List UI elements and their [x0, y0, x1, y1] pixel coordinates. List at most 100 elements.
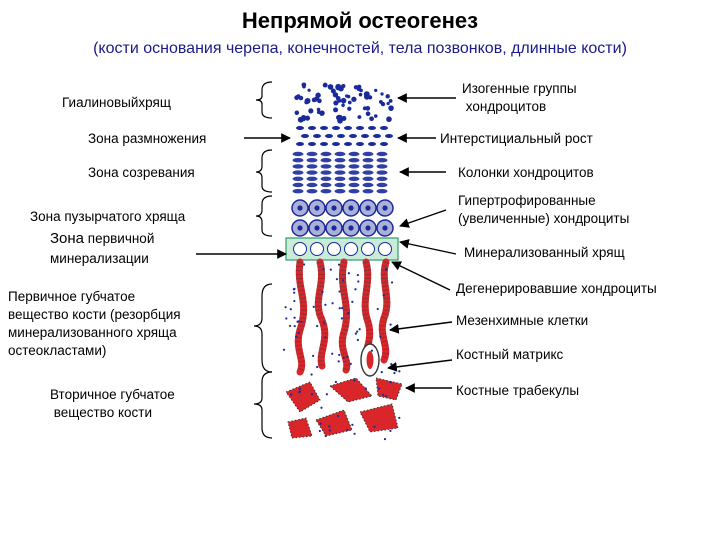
column-chondrocyte — [376, 164, 388, 169]
chondrocyte-nucleus — [365, 205, 371, 211]
osteoblast-lining — [361, 261, 374, 366]
column-chondrocyte — [292, 170, 304, 175]
label-vesicular-zone: Зона пузырчатого хряща — [30, 209, 186, 224]
flattened-chondrocyte — [344, 126, 352, 130]
osteoblast-lining — [378, 260, 391, 362]
mesenchymal-cell — [292, 288, 295, 291]
chondrocyte-dot — [335, 95, 341, 101]
column-chondrocyte — [362, 158, 374, 163]
flattened-chondrocyte — [301, 134, 309, 138]
chondrocyte-nucleus — [365, 225, 371, 231]
column-chondrocyte — [376, 182, 388, 188]
column-chondrocyte — [376, 170, 388, 175]
degenerated-chondrocyte — [310, 242, 324, 256]
chondrocyte-dot — [380, 92, 384, 96]
bone-trabecula-primary — [314, 258, 329, 370]
column-chondrocyte — [292, 151, 304, 157]
column-chondrocyte — [348, 189, 360, 194]
chondrocyte-dot — [302, 84, 306, 89]
tissue-column — [282, 82, 403, 441]
mesenchymal-cell — [389, 323, 392, 326]
mesenchymal-cell — [293, 316, 296, 319]
column-chondrocyte — [320, 182, 332, 188]
label-bone-trabeculae: Костные трабекулы — [456, 383, 580, 398]
chondrocyte-dot — [347, 100, 352, 105]
bone-trabecula-secondary — [315, 409, 353, 437]
column-chondrocyte — [348, 158, 360, 163]
bone-trabecula-primary — [294, 258, 308, 376]
mesenchymal-cell — [335, 278, 339, 281]
bracket-secondary-spongy — [253, 371, 273, 439]
chondrocyte-nucleus — [297, 225, 303, 231]
mesenchymal-cell — [349, 362, 352, 365]
mesenchymal-cell — [312, 305, 315, 308]
chondrocyte-dot — [358, 92, 363, 97]
label-primary-mineral-line2: минерализации — [50, 251, 149, 266]
label-hyaline-cartilage: Гиалиновыйхрящ — [62, 95, 171, 110]
chondrocyte-dot — [359, 88, 363, 93]
chondrocyte-dot — [294, 110, 300, 115]
flattened-chondrocyte — [380, 126, 388, 130]
chondrocyte-dot — [353, 85, 359, 90]
chondrocyte-nucleus — [314, 225, 320, 231]
mesenchymal-cell — [358, 328, 361, 331]
mesenchymal-cell — [398, 370, 401, 373]
bone-trabecula-secondary — [287, 417, 313, 439]
mesenchymal-cell — [373, 425, 376, 428]
chondrocyte-dot — [365, 105, 371, 111]
mesenchymal-cell — [383, 437, 387, 441]
chondrocyte-dot — [365, 111, 371, 117]
chondrocyte-dot — [340, 84, 345, 89]
mesenchymal-cell — [393, 371, 396, 375]
chondrocyte-dot — [307, 88, 311, 92]
label-mineralized-cartilage: Минерализованный хрящ — [464, 245, 625, 260]
blood-cells — [366, 351, 374, 369]
mesenchymal-cell — [316, 324, 319, 328]
column-chondrocyte — [376, 176, 388, 181]
label-primary-mineral-word: Зона — [50, 230, 85, 247]
mesenchymal-cell — [380, 371, 383, 374]
mesenchymal-cell — [334, 380, 337, 384]
mesenchymal-cell — [342, 356, 345, 359]
mesenchymal-cell — [324, 336, 327, 339]
column-chondrocyte — [306, 158, 318, 163]
chondrocyte-nucleus — [382, 205, 388, 211]
column-chondrocyte — [292, 189, 304, 194]
chondrocyte-nucleus — [348, 225, 354, 231]
flattened-chondrocyte — [344, 142, 352, 146]
column-chondrocyte — [306, 151, 318, 157]
mesenchymal-cell — [389, 381, 392, 384]
chondrocyte-dot — [294, 95, 300, 101]
flattened-chondrocyte — [373, 134, 381, 138]
mesenchymal-cell — [284, 306, 287, 309]
degenerated-chondrocyte — [361, 242, 375, 256]
chondrocyte-dot — [305, 115, 311, 121]
mesenchymal-cell — [310, 373, 313, 376]
degenerated-chondrocyte — [378, 242, 392, 256]
osteoblast-lining — [294, 261, 308, 374]
mesenchymal-cell — [379, 335, 382, 338]
column-chondrocyte — [320, 170, 332, 175]
mesenchymal-cell — [310, 393, 314, 396]
label-secondary-spongy-bone: Вторичное губчатое вещество кости — [50, 387, 175, 420]
flattened-chondrocyte — [368, 142, 376, 146]
chondrocyte-dot — [364, 93, 370, 100]
column-chondrocyte — [334, 182, 346, 188]
mesenchymal-cell — [357, 280, 360, 283]
diagram-subtitle: (кости основания черепа, конечностей, те… — [93, 40, 627, 57]
column-chondrocyte — [334, 151, 346, 157]
mesenchymal-cell — [322, 267, 325, 270]
mesenchymal-cell — [384, 395, 387, 398]
flattened-chondrocyte — [356, 126, 364, 130]
label-interstitial-growth: Интерстициальный рост — [440, 131, 593, 146]
mesenchymal-cell — [354, 332, 358, 335]
mesenchymal-cell — [324, 434, 327, 438]
arrow-hypertrophied — [399, 209, 447, 228]
mesenchymal-cell — [346, 355, 349, 358]
chondrocyte-dot — [341, 103, 345, 108]
chondrocyte-dot — [327, 84, 334, 90]
mesenchymal-cell — [324, 303, 327, 306]
mesenchymal-cell — [351, 300, 354, 304]
chondrocyte-dot — [333, 107, 339, 113]
column-chondrocyte — [376, 189, 388, 194]
